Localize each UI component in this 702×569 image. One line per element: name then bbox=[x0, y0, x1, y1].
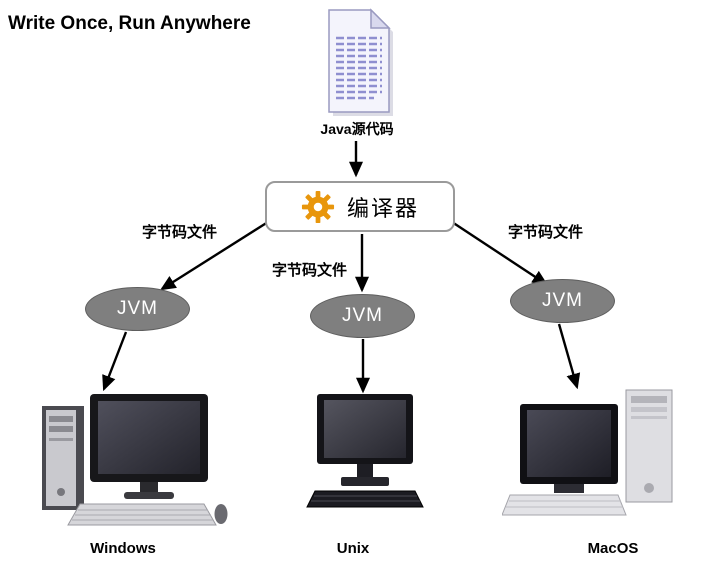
mouse bbox=[214, 504, 228, 524]
gear-icon bbox=[301, 190, 335, 224]
windows-computer-image bbox=[28, 392, 228, 532]
arrow-jvm-to-macos bbox=[557, 323, 581, 390]
document-text-lines bbox=[336, 36, 382, 100]
keyboard bbox=[306, 490, 424, 508]
bytecode-label-left: 字节码文件 bbox=[142, 224, 218, 241]
tower bbox=[625, 389, 673, 503]
document-fold bbox=[370, 8, 391, 29]
compiler-box: 编译器 bbox=[265, 181, 455, 232]
bytecode-label-right: 字节码文件 bbox=[508, 224, 584, 241]
document-icon bbox=[319, 6, 395, 116]
platform-label-macos: MacOS bbox=[587, 540, 639, 557]
jvm-ellipse-unix: JVM bbox=[310, 294, 415, 338]
tower bbox=[42, 406, 84, 510]
keyboard bbox=[501, 494, 627, 516]
jvm-ellipse-windows: JVM bbox=[85, 287, 190, 331]
monitor bbox=[90, 394, 208, 499]
arrow-jvm-to-windows bbox=[102, 331, 128, 392]
unix-computer-image bbox=[303, 394, 427, 512]
monitor bbox=[520, 404, 618, 493]
keyboard bbox=[67, 503, 217, 526]
bytecode-label-center: 字节码文件 bbox=[272, 262, 348, 279]
java-source-label: Java源代码 bbox=[320, 121, 394, 137]
jvm-ellipse-macos: JVM bbox=[510, 279, 615, 323]
monitor bbox=[317, 394, 413, 486]
document-icon-svg bbox=[328, 8, 393, 116]
platform-label-windows: Windows bbox=[90, 540, 156, 557]
compiler-label: 编译器 bbox=[346, 195, 419, 221]
diagram-title: Write Once, Run Anywhere bbox=[8, 13, 251, 34]
gear-teeth bbox=[301, 190, 335, 223]
macos-computer-image bbox=[501, 388, 680, 524]
platform-label-unix: Unix bbox=[336, 540, 370, 557]
gear-hole bbox=[313, 202, 323, 211]
